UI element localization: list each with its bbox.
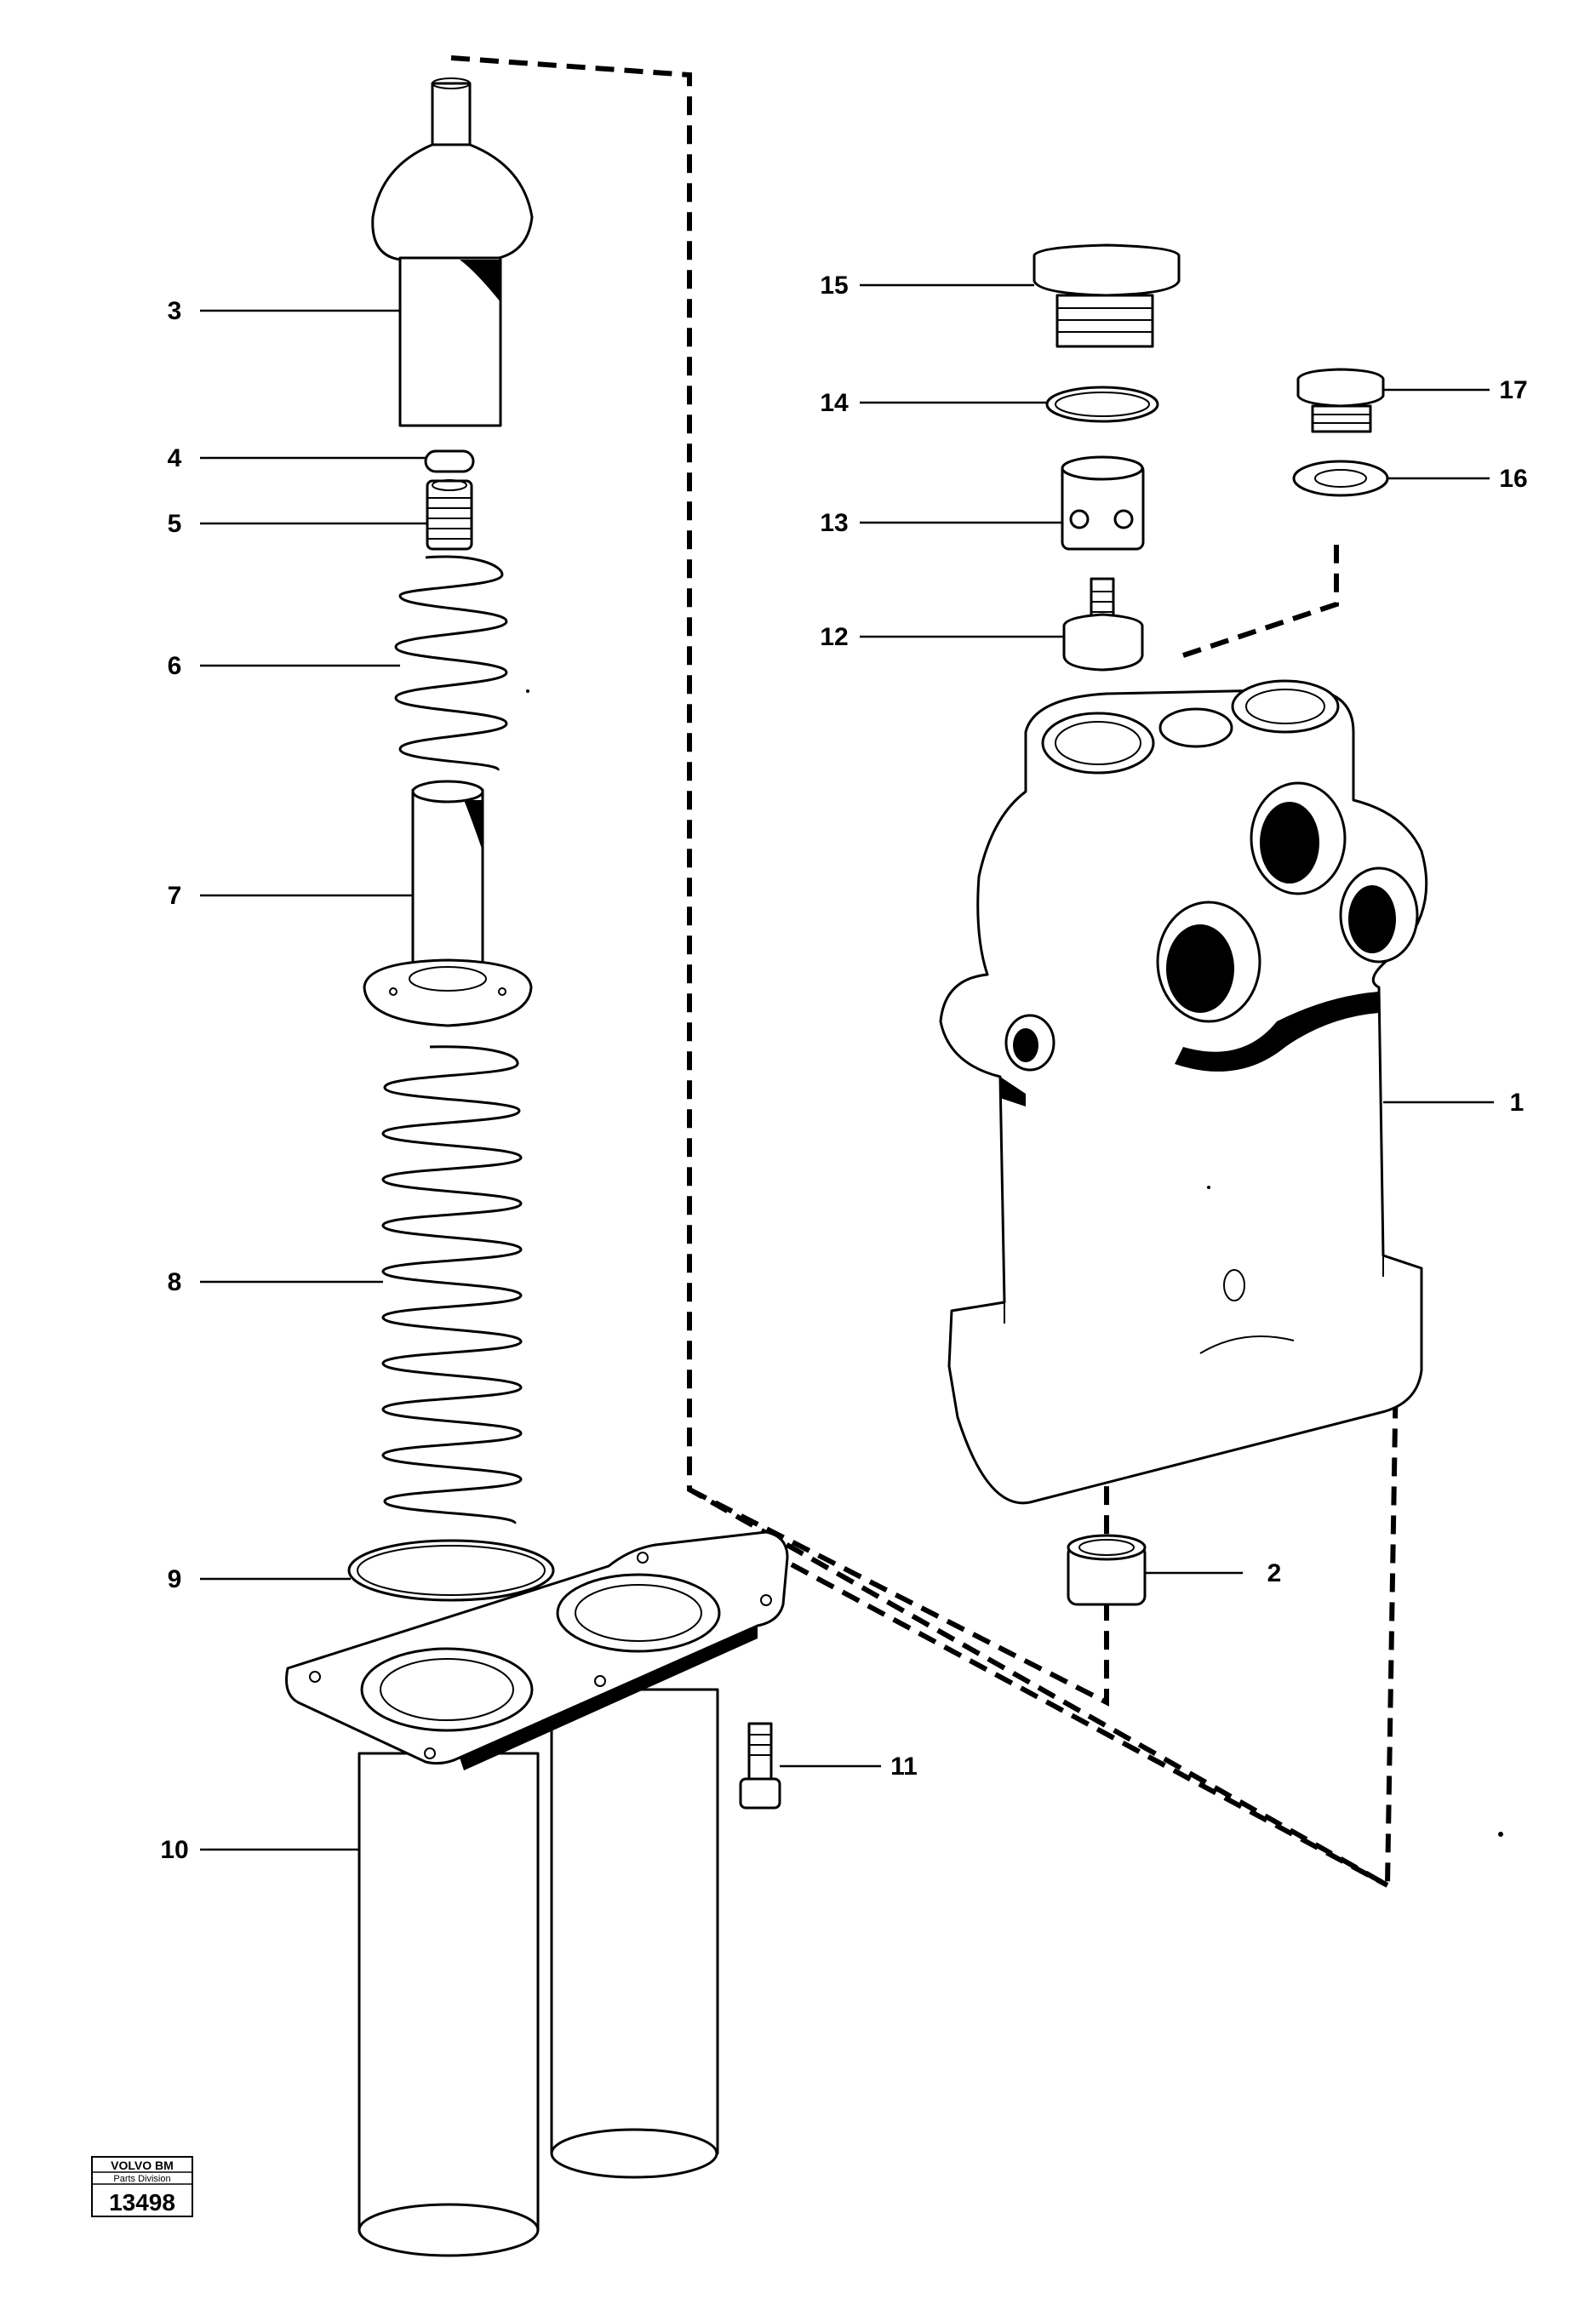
part-7-spring-seat: [363, 780, 533, 1027]
part-2-sleeve: [1067, 1534, 1147, 1606]
callout-labels: 3 4 5 6 7 8 9 10 11 15 14 13 12 17 16 1 …: [160, 272, 1527, 1864]
callout-11: 11: [890, 1753, 918, 1781]
part-4-ring: [424, 449, 475, 473]
badge-number: 13498: [109, 2189, 175, 2216]
callout-1: 1: [1510, 1089, 1524, 1117]
part-15-plug: [1033, 243, 1181, 348]
part-12-valve-cone: [1062, 577, 1144, 672]
callout-9: 9: [168, 1565, 182, 1593]
callout-12: 12: [820, 623, 848, 651]
callout-13: 13: [820, 509, 848, 537]
callout-10: 10: [160, 1836, 188, 1864]
part-5-bushing: [426, 479, 473, 551]
callout-15: 15: [820, 272, 848, 300]
callout-3: 3: [168, 297, 182, 325]
part-17-small-plug: [1296, 368, 1385, 433]
callout-6: 6: [168, 652, 182, 680]
part-8-spring: [381, 1045, 523, 1525]
callout-7: 7: [168, 882, 182, 910]
badge-division: Parts Division: [113, 2174, 170, 2184]
part-6-spring: [394, 555, 508, 772]
part-11-screw: [739, 1722, 781, 1810]
part-9-o-ring: [347, 1539, 555, 1602]
part-3-plunger: [371, 77, 534, 427]
callout-17: 17: [1499, 376, 1527, 404]
callout-14: 14: [820, 389, 849, 417]
part-10-housing: [285, 1530, 789, 2257]
callout-16: 16: [1499, 465, 1527, 493]
callout-4: 4: [168, 444, 182, 472]
part-1-valve-body: [939, 679, 1428, 1505]
callout-8: 8: [168, 1268, 182, 1296]
volvo-bm-badge: VOLVO BM Parts Division 13498: [91, 2156, 193, 2217]
part-14-seal-ring: [1045, 386, 1159, 423]
part-16-washer: [1292, 460, 1389, 497]
callout-5: 5: [168, 510, 182, 538]
callout-leaders: [200, 283, 1494, 1851]
callout-2: 2: [1267, 1559, 1282, 1587]
part-13-sleeve: [1061, 455, 1145, 551]
badge-brand: VOLVO BM: [111, 2159, 174, 2172]
